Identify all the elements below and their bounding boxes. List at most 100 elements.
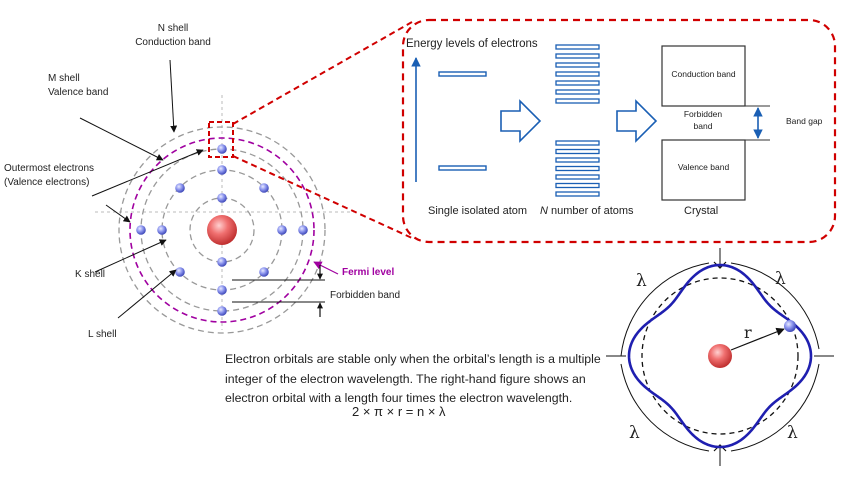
arrow-right-1: [500, 99, 542, 143]
conduction-band-text: Conduction band: [135, 36, 211, 48]
energy-level-bar: [555, 140, 600, 146]
electron-wave-path: [627, 263, 813, 449]
explanation-line-2: integer of the electron wavelength. The …: [225, 371, 586, 386]
energy-level-bar: [555, 157, 600, 163]
electron: [175, 267, 185, 277]
electron: [217, 144, 227, 154]
electron: [217, 306, 227, 316]
orbit-equation: 2 × π × r = n × λ: [352, 404, 446, 419]
radius-arrow: [730, 327, 785, 351]
lambda-arc-br: [730, 363, 820, 452]
zoom-box: [208, 121, 234, 158]
energy-levels-title: Energy levels of electrons: [406, 38, 538, 50]
nucleus: [207, 215, 237, 245]
energy-level-bar: [555, 191, 600, 197]
forbidden-band-caption: Forbidden band: [672, 109, 734, 133]
forbidden-band-label: Forbidden band: [330, 290, 401, 301]
zoom-line-top: [232, 21, 413, 125]
conduction-band-caption: Conduction band: [671, 69, 736, 79]
n-shell-label: N shell Conduction band: [133, 22, 213, 49]
outermost-electron-pointer: [91, 149, 204, 197]
lambda-label-br: λ: [787, 423, 798, 443]
l-shell-pointer: [117, 269, 177, 319]
l-shell-label: L shell: [88, 329, 117, 340]
fermi-level-orbit: [129, 137, 315, 323]
outermost-electrons-label: Outermost electrons (Valence electrons): [4, 162, 94, 189]
lambda-arc-tl: [620, 262, 710, 357]
energy-level-bar: [555, 71, 600, 77]
n-shell-orbit: [118, 126, 326, 334]
atom-level-upper: [438, 71, 487, 77]
atom-model: [79, 21, 413, 334]
k-shell-label: K shell: [75, 269, 106, 280]
tick-bottom-arrow: [713, 444, 727, 452]
energy-level-bar: [555, 98, 600, 104]
electron: [298, 225, 308, 235]
electron: [217, 193, 227, 203]
electron: [217, 257, 227, 267]
wave-orbital-figure: [606, 248, 834, 466]
energy-level-panel: [401, 18, 837, 244]
energy-level-bar: [555, 53, 600, 59]
forbidden-line2: band: [693, 120, 713, 131]
valence-band-text: Valence band: [48, 86, 109, 98]
lambda-arc-tr: [730, 262, 820, 350]
n-atoms-lower-levels: [555, 140, 600, 197]
m-shell-text: M shell: [48, 73, 80, 84]
conduction-band-box: [661, 45, 746, 107]
lambda-arc-bl: [620, 363, 710, 452]
wave-nucleus: [708, 344, 732, 368]
n-shell-pointer: [169, 59, 178, 133]
zoom-line-bottom: [232, 155, 413, 239]
valence-electrons-text: (Valence electrons): [4, 176, 90, 188]
k-shell-pointer: [94, 239, 167, 273]
explanation-text: Electron orbitals are stable only when t…: [225, 350, 605, 409]
energy-level-bar: [555, 89, 600, 95]
energy-level-bar: [555, 148, 600, 155]
energy-level-bar: [555, 44, 600, 50]
electron: [136, 225, 146, 235]
n-atoms-rest: number of atoms: [547, 205, 634, 217]
n-atoms-upper-levels: [555, 44, 600, 104]
lambda-label-tr: λ: [775, 269, 786, 289]
energy-level-bar: [555, 174, 600, 180]
electron: [217, 285, 227, 295]
electron: [277, 225, 287, 235]
crystal-caption: Crystal: [684, 205, 719, 217]
energy-level-bar: [555, 62, 600, 68]
electron: [157, 225, 167, 235]
arrow-right-2: [616, 99, 658, 143]
radius-label: r: [744, 323, 752, 342]
m-shell-pointer: [79, 117, 164, 161]
valence-pointer: [105, 204, 131, 223]
n-atoms-caption: N number of atoms: [540, 205, 634, 217]
atom-level-lower: [438, 165, 487, 171]
outermost-electrons-text: Outermost electrons: [4, 163, 95, 174]
n-shell-text: N shell: [157, 23, 189, 34]
electron: [217, 165, 227, 175]
fermi-level-pointer: [313, 261, 339, 275]
explanation-line-3: electron orbital with a length four time…: [225, 391, 573, 406]
electron: [175, 183, 185, 193]
forbidden-line1: Forbidden: [683, 109, 723, 119]
electrons: [136, 144, 308, 316]
valence-band-caption: Valence band: [677, 162, 730, 172]
explanation-line-1: Electron orbitals are stable only when t…: [225, 352, 601, 366]
band-gap-caption: Band gap: [786, 116, 823, 126]
wave-electron: [784, 320, 796, 332]
energy-level-bar: [555, 182, 600, 189]
energy-level-bar: [555, 80, 600, 86]
electron: [259, 267, 269, 277]
lambda-label-tl: λ: [636, 271, 647, 291]
electron: [259, 183, 269, 193]
base-orbit-circle: [641, 277, 799, 435]
single-atom-caption: Single isolated atom: [428, 205, 528, 217]
n-atoms-italic: N: [540, 205, 548, 217]
lambda-label-bl: λ: [629, 423, 640, 443]
m-shell-label: M shell Valence band: [48, 72, 108, 99]
valence-band-box: [661, 139, 746, 201]
fermi-level-label: Fermi level: [342, 267, 395, 278]
energy-level-bar: [555, 165, 600, 172]
